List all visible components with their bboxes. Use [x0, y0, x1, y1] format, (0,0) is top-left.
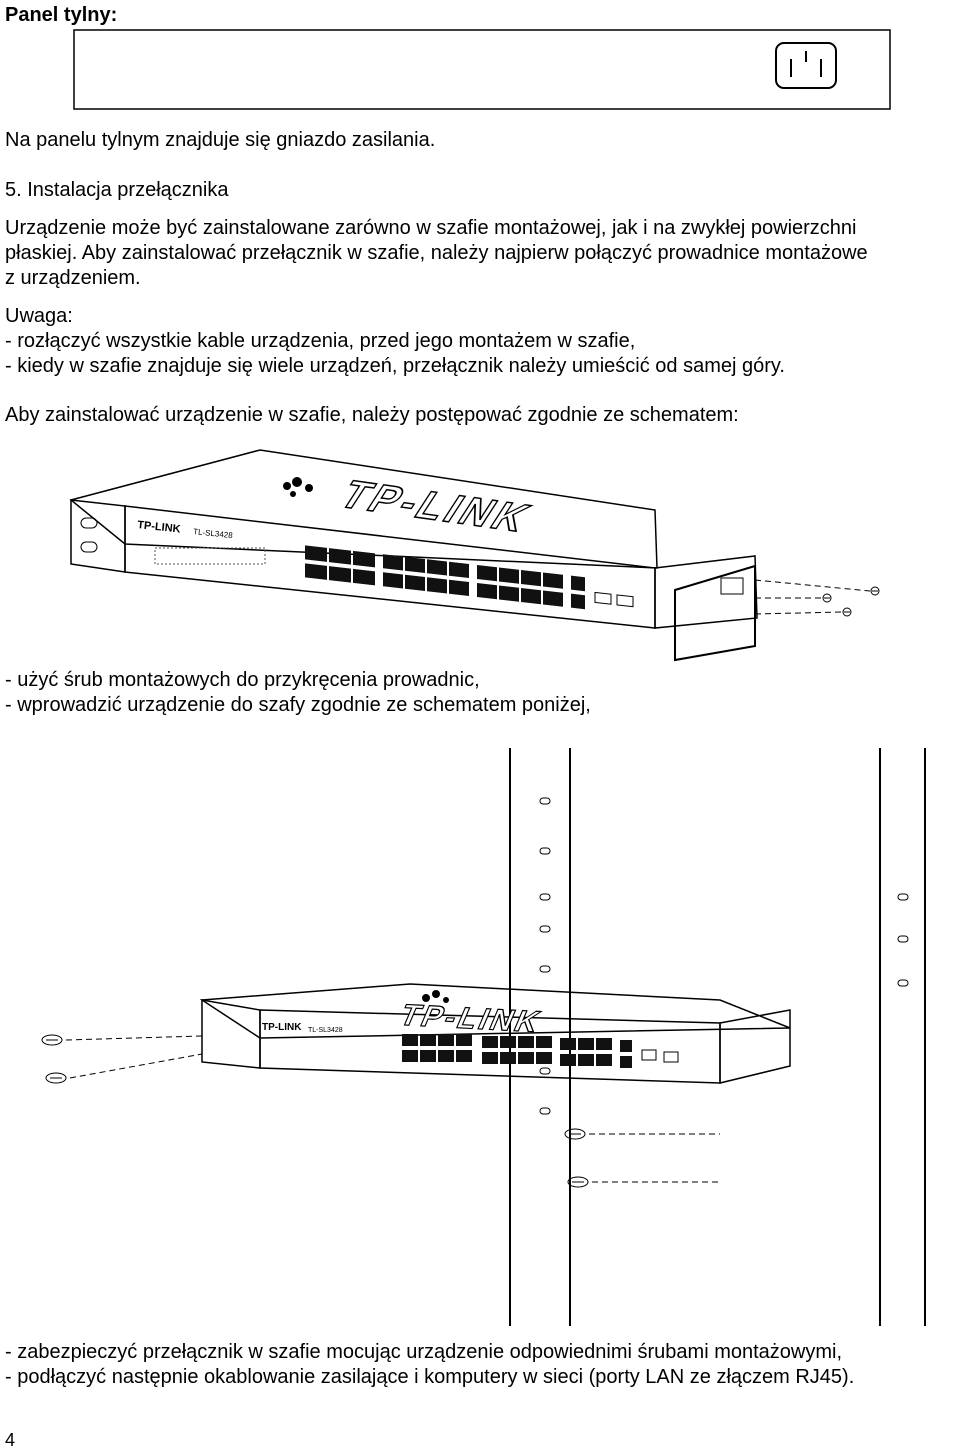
bracket-mounting-figure: TP-LINK TP-LINK TL-SL3428: [69, 449, 880, 662]
rack-mounting-figure: TP-LINK TP-LINK TL-SL3428: [41, 748, 926, 1326]
step-item: - podłączyć następnie okablowanie zasila…: [5, 1366, 855, 1388]
intro-line: z urządzeniem.: [5, 267, 141, 289]
power-socket-icon: [775, 42, 837, 89]
screw-icon: [870, 586, 880, 596]
intro-line: Urządzenie może być zainstalowane zarówn…: [5, 217, 857, 239]
install-intro: Aby zainstalować urządzenie w szafie, na…: [5, 404, 739, 426]
screw-icon: [822, 593, 832, 603]
screw-icon: [45, 1072, 67, 1084]
tp-link-logo-top: TP-LINK: [331, 473, 542, 540]
screw-icon: [567, 1176, 589, 1188]
brand-label: TP-LINK: [137, 519, 181, 535]
screw-icon: [564, 1128, 586, 1140]
brand-label: TP-LINK: [262, 1022, 302, 1033]
rear-panel-figure: [73, 29, 891, 110]
screw-icon: [41, 1034, 63, 1046]
note-item: - kiedy w szafie znajduje się wiele urzą…: [5, 355, 785, 377]
rear-panel-heading: Panel tylny:: [5, 4, 118, 26]
screw-icon: [842, 607, 852, 617]
intro-line: płaskiej. Aby zainstalować przełącznik w…: [5, 242, 868, 264]
section-title: 5. Instalacja przełącznika: [5, 179, 229, 201]
step-item: - wprowadzić urządzenie do szafy zgodnie…: [5, 694, 591, 716]
note-label: Uwaga:: [5, 305, 73, 327]
tp-link-logo-top: TP-LINK: [395, 998, 548, 1038]
step-item: - zabezpieczyć przełącznik w szafie mocu…: [5, 1341, 843, 1363]
rear-panel-caption: Na panelu tylnym znajduje się gniazdo za…: [5, 129, 436, 151]
model-label: TL-SL3428: [308, 1027, 343, 1034]
model-label: TL-SL3428: [193, 527, 234, 540]
note-item: - rozłączyć wszystkie kable urządzenia, …: [5, 330, 636, 352]
step-item: - użyć śrub montażowych do przykręcenia …: [5, 669, 480, 691]
page-number: 4: [5, 1430, 16, 1450]
